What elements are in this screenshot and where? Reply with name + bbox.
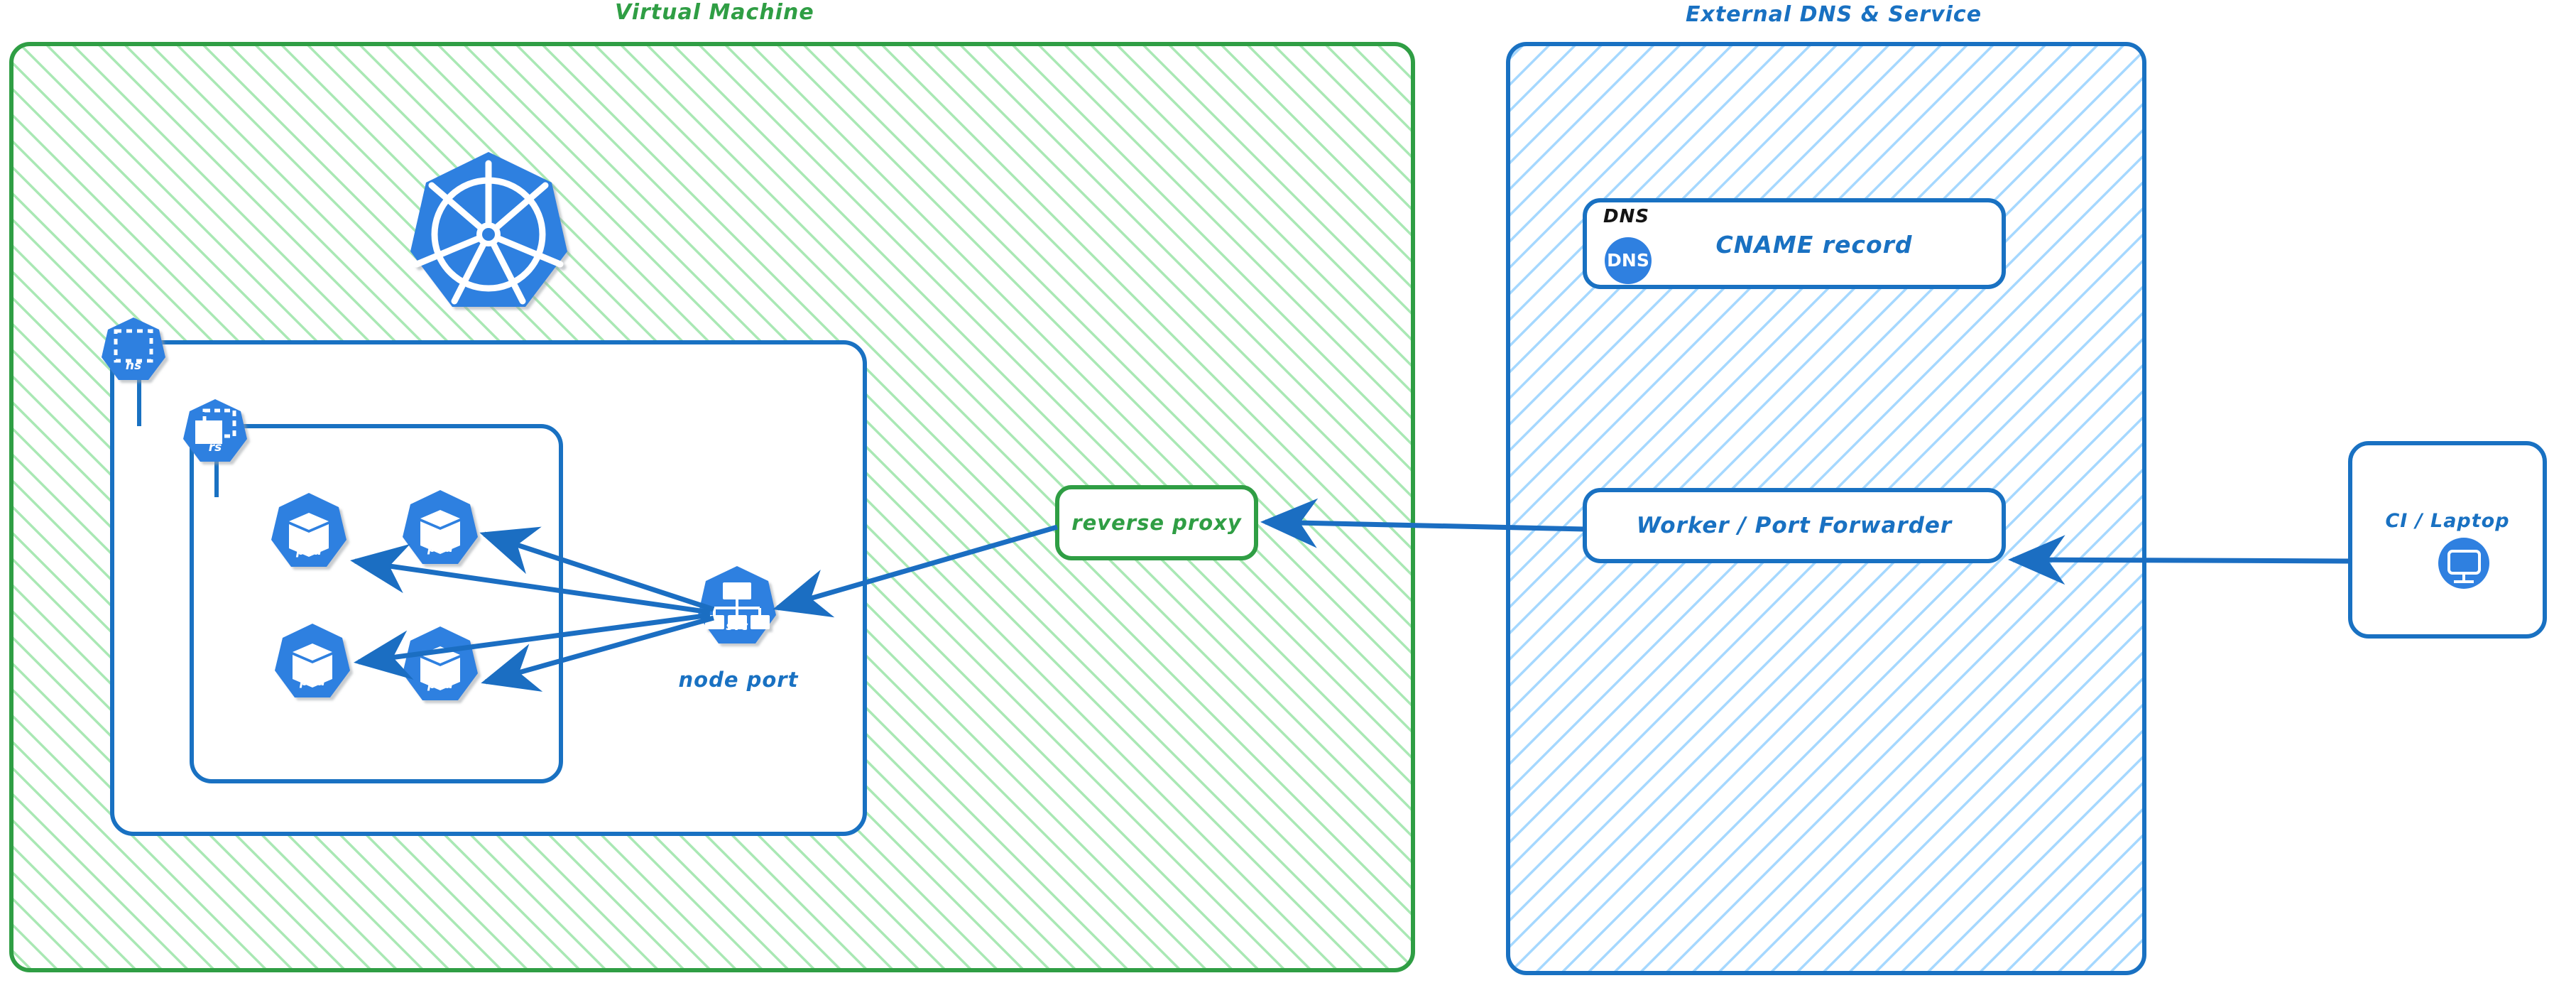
edge-service-to-pod-2 — [479, 526, 715, 612]
desktop-monitor-icon — [2438, 538, 2489, 589]
dns-record-card[interactable] — [1583, 198, 2006, 289]
kubernetes-logo-icon — [410, 152, 567, 307]
edge-service-to-pod-1 — [350, 543, 711, 615]
reverse-proxy-box[interactable] — [1055, 485, 1258, 560]
worker-port-forwarder-box[interactable] — [1583, 488, 2006, 563]
k8s-pod-icon — [403, 490, 478, 564]
dns-circle-icon — [1605, 237, 1652, 284]
replicaset-box — [190, 424, 563, 783]
reverse-proxy-label[interactable]: reverse proxy — [1071, 511, 1242, 535]
k8s-ns-icon — [102, 317, 165, 380]
edge-worker-to-reverse-proxy — [1260, 498, 1586, 548]
edge-service-to-pod-3 — [354, 612, 711, 680]
zone-title-virtual-machine: Virtual Machine — [615, 0, 814, 25]
dns-circle-icon-text: DNS — [1607, 250, 1649, 271]
edge-client-to-worker — [2008, 535, 2351, 585]
ci-laptop-box[interactable] — [2348, 441, 2547, 639]
k8s-rs-icon — [183, 399, 247, 462]
k8s-pod-icon — [275, 624, 350, 697]
edge-service-to-pod-4 — [481, 615, 714, 692]
edge-reverse-proxy-to-service — [773, 524, 1058, 618]
k8s-svc-icon — [698, 566, 776, 643]
ci-laptop-label[interactable]: CI / Laptop — [2385, 510, 2510, 532]
worker-port-forwarder-label[interactable]: Worker / Port Forwarder — [1636, 513, 1953, 538]
cname-record-label[interactable]: CNAME record — [1715, 230, 1913, 259]
zone-title-external-dns-service: External DNS & Service — [1686, 2, 1982, 27]
k8s-pod-icon — [403, 626, 478, 700]
node-port-caption: node port — [678, 668, 799, 692]
k8s-pod-icon — [271, 493, 346, 567]
dns-card-caption: DNS — [1603, 206, 1650, 227]
